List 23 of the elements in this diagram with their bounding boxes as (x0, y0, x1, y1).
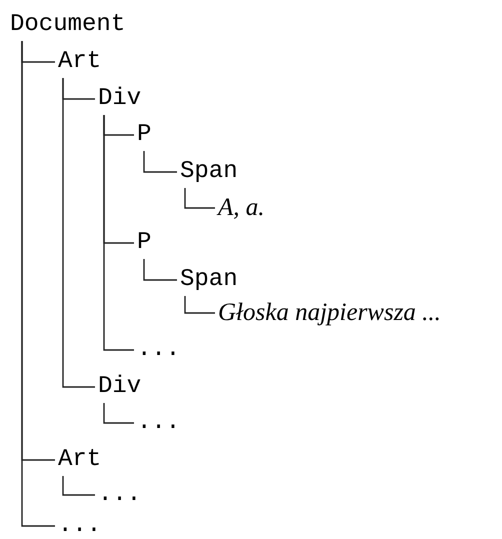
element-label: ... (137, 335, 180, 365)
text-content-label: A, a. (218, 193, 265, 223)
tree-connector (143, 259, 177, 281)
text-content-label: Głoska najpierwsza ... (218, 298, 441, 328)
element-label: P (137, 228, 152, 258)
element-label: Span (180, 157, 238, 187)
element-label: Art (58, 47, 102, 77)
tree-connector (62, 476, 95, 496)
tree-connector (184, 188, 215, 209)
tree-connector (184, 296, 215, 314)
element-label: ... (98, 480, 142, 510)
tree-connector (62, 78, 95, 388)
element-label: ... (137, 408, 180, 438)
element-label: Span (180, 265, 238, 295)
element-label: Div (98, 84, 142, 114)
element-label: Document (10, 10, 126, 40)
element-label: Div (98, 372, 142, 402)
element-label: ... (58, 511, 102, 539)
tree-connector (143, 151, 177, 173)
tree-connector (103, 115, 134, 351)
tree-connector (103, 403, 134, 424)
element-label: Art (58, 445, 102, 475)
element-label: P (137, 120, 152, 150)
